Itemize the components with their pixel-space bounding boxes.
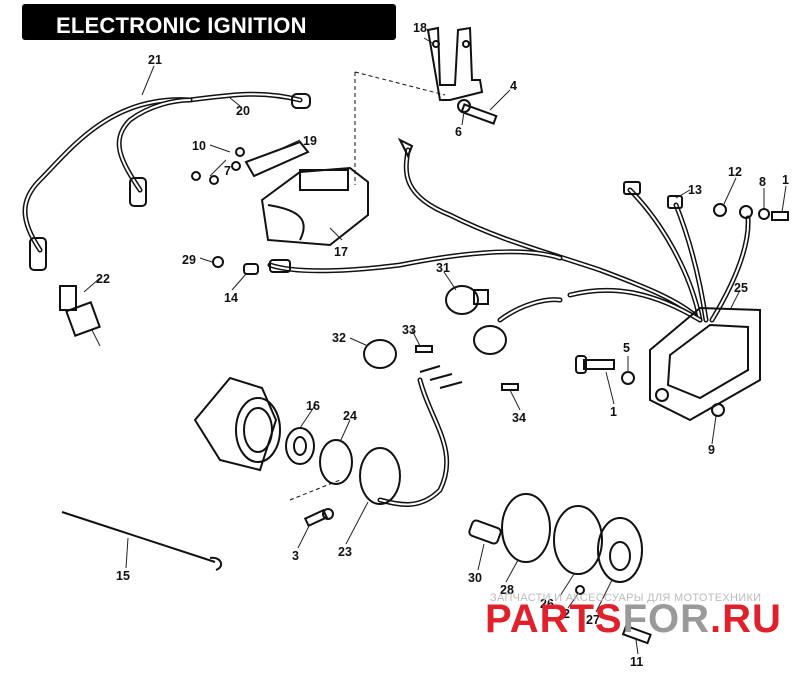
callout-25: 25: [734, 281, 748, 295]
callout-7: 7: [224, 164, 231, 178]
callout-30: 30: [468, 571, 482, 585]
timing-rod: [61, 511, 223, 571]
callout-32: 32: [332, 331, 346, 345]
callout-33: 33: [402, 323, 416, 337]
callout-11: 11: [630, 655, 643, 669]
callout-17: 17: [334, 245, 348, 259]
watermark-tagline: ЗАПЧАСТИ И АКСЕССУАРЫ ДЛЯ МОТОТЕХНИКИ: [490, 592, 761, 604]
wiring-harness: [267, 137, 751, 507]
leader-lines: [83, 37, 787, 655]
callout-31: 31: [436, 261, 450, 275]
diagram-title: ELECTRONIC IGNITION SYSTEM: [56, 13, 307, 64]
watermark-brand-ru: .RU: [710, 597, 782, 641]
watermark-brand-parts: PARTS: [485, 597, 623, 641]
spark-plug-wire: [22, 91, 311, 271]
callout-26: 26: [540, 597, 554, 611]
watermark-brand: PARTSFOR.RU: [485, 597, 782, 641]
callout-13: 13: [688, 183, 702, 197]
callout-29: 29: [182, 253, 196, 267]
callout-14: 14: [224, 291, 238, 305]
callout-24: 24: [343, 409, 357, 423]
callout-18: 18: [413, 21, 427, 35]
callout-1-upper: 1: [782, 173, 789, 187]
callout-2: 2: [563, 607, 570, 621]
callout-4: 4: [510, 79, 517, 93]
callout-8: 8: [759, 175, 766, 189]
watermark-brand-for: FOR: [623, 597, 710, 641]
callout-6: 6: [455, 125, 462, 139]
title-banner: ELECTRONIC IGNITION SYSTEM: [22, 4, 396, 64]
callout-9: 9: [708, 443, 715, 457]
callout-34: 34: [512, 411, 526, 425]
mounting-bracket: [426, 26, 498, 125]
callout-28: 28: [500, 583, 514, 597]
callout-12: 12: [728, 165, 742, 179]
ignition-module: [649, 306, 761, 422]
callout-1-lower: 1: [610, 405, 617, 419]
callout-3: 3: [292, 549, 299, 563]
watermark: ЗАПЧАСТИ И АКСЕССУАРЫ ДЛЯ МОТОТЕХНИКИ PA…: [485, 592, 782, 641]
callout-22: 22: [96, 272, 110, 286]
callout-16: 16: [306, 399, 320, 413]
callout-15: 15: [116, 569, 130, 583]
callout-19: 19: [303, 134, 317, 148]
callout-21: 21: [148, 53, 162, 67]
ignition-coil: [191, 140, 369, 247]
callout-labels: 21 20 18 4 6 10 19 7 17 29 14 22 31 32 3…: [96, 21, 789, 669]
spark-plug: [59, 285, 101, 347]
alignment-dashes: [354, 71, 446, 185]
callout-23: 23: [338, 545, 352, 559]
timer-screw: [303, 508, 334, 528]
timer-cover-assembly: [193, 376, 401, 505]
timer-plates: [468, 493, 652, 645]
callout-20: 20: [236, 104, 250, 118]
wire-connectors: [212, 256, 519, 391]
callout-5: 5: [623, 341, 630, 355]
wire-terminals: [623, 181, 789, 221]
callout-10: 10: [192, 139, 206, 153]
callout-27: 27: [586, 613, 600, 627]
